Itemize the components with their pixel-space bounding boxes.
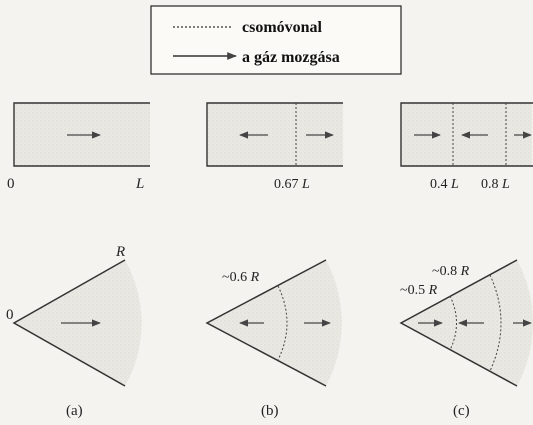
tube-c-walls [400, 102, 533, 167]
sector-b-walls [205, 259, 327, 387]
sector-c-node-arc-2 [489, 274, 502, 372]
tube-a-start-label: 0 [7, 176, 15, 192]
sector-a-origin-label: 0 [6, 307, 14, 323]
tube-c-node-2-label: 0.8 L [481, 177, 510, 192]
tube-a: 0 L [7, 102, 150, 192]
sector-c-node-arc-1 [449, 295, 457, 351]
legend-box [150, 5, 402, 75]
sector-a-radius-label: R [115, 244, 125, 260]
sector-c-node-2-label: ~0.8 R [432, 264, 470, 279]
sector-c: ~0.5 R ~0.8 R [399, 259, 533, 387]
sector-a: 0 R [6, 244, 142, 387]
tube-b-walls [206, 102, 343, 167]
sector-b-body [207, 260, 342, 386]
caption-a: (a) [66, 403, 83, 419]
sector-c-node-1-label: ~0.5 R [400, 283, 438, 298]
tube-b-node-label: 0.67 L [274, 177, 310, 192]
legend-gas-motion-label: a gáz mozgása [242, 49, 340, 66]
sector-b: ~0.6 R [205, 259, 342, 387]
tube-c-node-1-label: 0.4 L [430, 177, 459, 192]
tube-a-end-label: L [135, 176, 144, 192]
tube-c: 0.4 L 0.8 L [400, 102, 533, 192]
sector-b-node-label: ~0.6 R [222, 270, 260, 285]
caption-c: (c) [453, 403, 470, 419]
sector-a-walls [12, 259, 126, 387]
tube-a-walls [13, 102, 150, 167]
sector-c-walls [399, 259, 518, 387]
tube-b: 0.67 L [206, 102, 343, 192]
sector-b-node-arc [277, 285, 288, 361]
legend-node-line-label: csomóvonal [242, 19, 323, 36]
legend: csomóvonal a gáz mozgása [150, 5, 402, 75]
caption-b: (b) [261, 403, 279, 419]
